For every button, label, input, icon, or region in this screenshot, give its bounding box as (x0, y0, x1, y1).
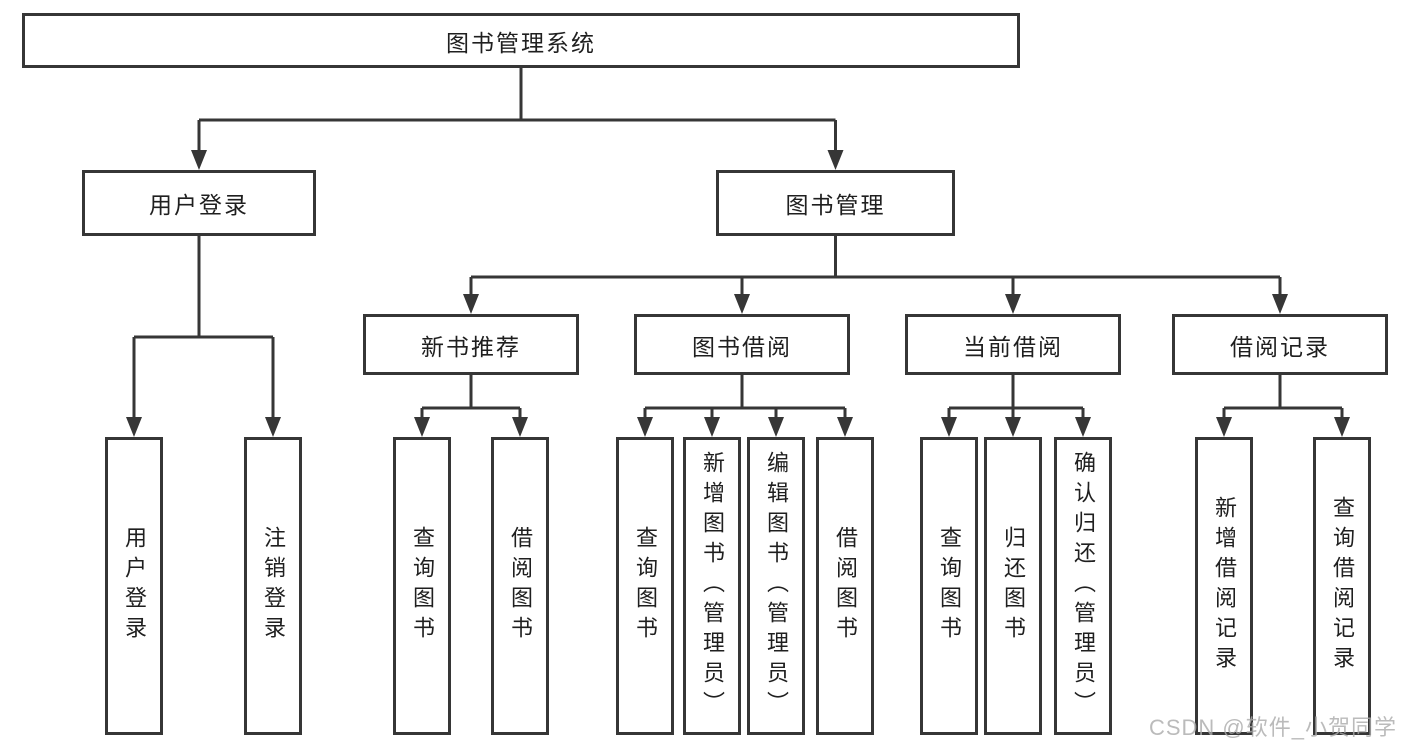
node-root-label: 图书管理系统 (446, 29, 596, 56)
leaf-br-query-record: 查询借阅记录 (1313, 437, 1371, 735)
leaf-logout-label: 注销登录 (261, 526, 286, 646)
leaf-bb-add-book-admin-label: 新增图书（管理员） (700, 451, 725, 721)
leaf-cb-query-book: 查询图书 (920, 437, 978, 735)
leaf-nbr-query-book: 查询图书 (393, 437, 451, 735)
node-user-login-label: 用户登录 (149, 192, 249, 218)
leaf-br-add-record-label: 新增借阅记录 (1212, 496, 1237, 676)
leaf-bb-add-book-admin: 新增图书（管理员） (683, 437, 741, 735)
leaf-cb-query-book-label: 查询图书 (937, 526, 962, 646)
leaf-nbr-borrow-book: 借阅图书 (491, 437, 549, 735)
leaf-cb-confirm-return-admin-label: 确认归还（管理员） (1071, 451, 1096, 721)
node-book-borrow-label: 图书借阅 (692, 333, 792, 360)
node-current-borrow: 当前借阅 (905, 314, 1121, 375)
node-user-login: 用户登录 (82, 170, 316, 236)
leaf-bb-query-book-label: 查询图书 (633, 526, 658, 646)
leaf-bb-query-book: 查询图书 (616, 437, 674, 735)
leaf-bb-borrow-book: 借阅图书 (816, 437, 874, 735)
node-book-borrow: 图书借阅 (634, 314, 850, 375)
node-book-management: 图书管理 (716, 170, 955, 236)
leaf-br-add-record: 新增借阅记录 (1195, 437, 1253, 735)
leaf-logout: 注销登录 (244, 437, 302, 735)
leaf-bb-edit-book-admin: 编辑图书（管理员） (747, 437, 805, 735)
leaf-user-login: 用户登录 (105, 437, 163, 735)
leaf-cb-return-book-label: 归还图书 (1001, 526, 1026, 646)
csdn-watermark: CSDN @软件_小贺同学 (1148, 715, 1397, 740)
leaf-nbr-borrow-book-label: 借阅图书 (508, 526, 533, 646)
leaf-cb-return-book: 归还图书 (984, 437, 1042, 735)
leaf-bb-borrow-book-label: 借阅图书 (833, 526, 858, 646)
node-borrow-records: 借阅记录 (1172, 314, 1388, 375)
node-new-book-recommend-label: 新书推荐 (421, 333, 521, 360)
node-root-system: 图书管理系统 (22, 13, 1020, 68)
leaf-cb-confirm-return-admin: 确认归还（管理员） (1054, 437, 1112, 735)
leaf-bb-edit-book-admin-label: 编辑图书（管理员） (764, 451, 789, 721)
node-borrow-records-label: 借阅记录 (1230, 333, 1330, 360)
node-new-book-recommend: 新书推荐 (363, 314, 579, 375)
leaf-user-login-label: 用户登录 (122, 526, 147, 646)
leaf-br-query-record-label: 查询借阅记录 (1330, 496, 1355, 676)
leaf-nbr-query-book-label: 查询图书 (410, 526, 435, 646)
node-current-borrow-label: 当前借阅 (963, 333, 1063, 360)
node-book-management-label: 图书管理 (785, 192, 886, 218)
